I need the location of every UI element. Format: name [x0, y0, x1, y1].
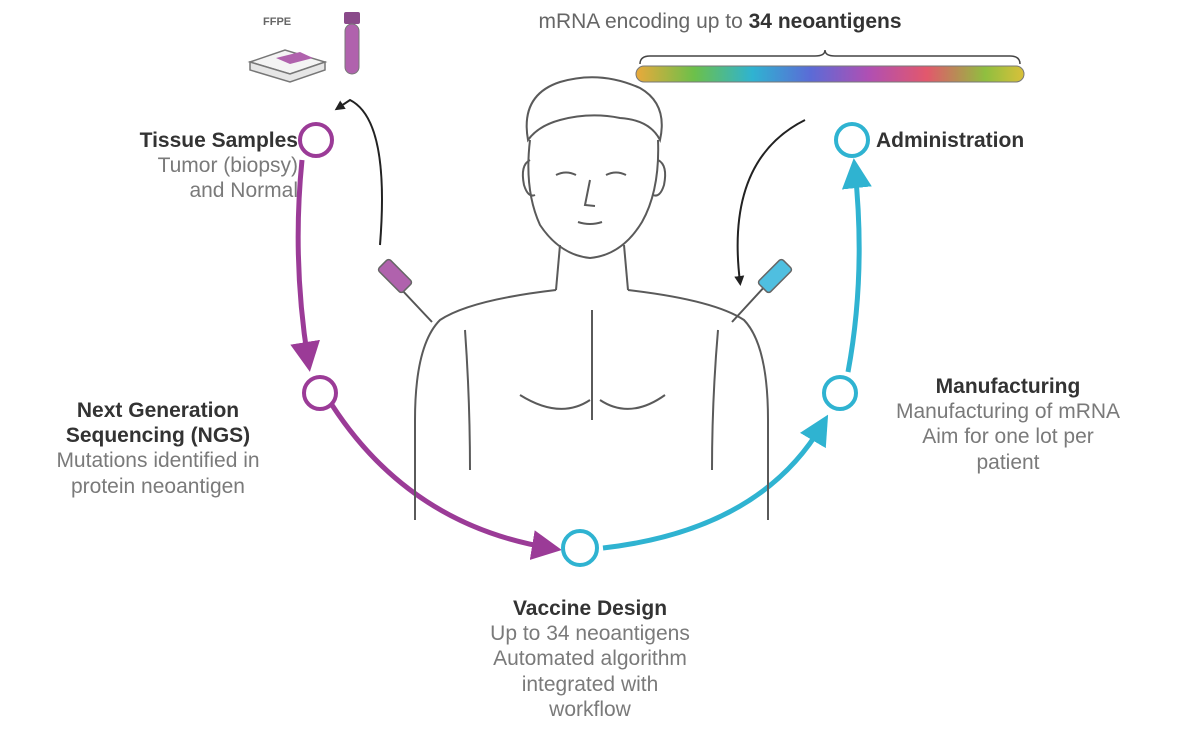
administration-node [836, 124, 868, 156]
vaccine-line: integrated with [440, 672, 740, 697]
ngs-line: Mutations identified in [18, 448, 298, 473]
vaccine-title: Vaccine Design [440, 596, 740, 621]
ngs-label: Next Generation Sequencing (NGS) Mutatio… [18, 398, 298, 499]
vaccine-line: workflow [440, 697, 740, 722]
blood-tube-icon [344, 12, 360, 74]
ngs-line: protein neoantigen [18, 474, 298, 499]
administration-label: Administration [876, 128, 1116, 153]
mrna-arrow [738, 120, 805, 282]
tissue-label: Tissue Samples Tumor (biopsy) and Normal [88, 128, 298, 204]
manufacturing-label: Manufacturing Manufacturing of mRNA Aim … [858, 374, 1158, 475]
manufacturing-line: Aim for one lot per [858, 424, 1158, 449]
mrna-caption: mRNA encoding up to 34 neoantigens [440, 10, 1000, 34]
manufacturing-node [824, 377, 856, 409]
biopsy-needle-icon [377, 258, 432, 322]
tissue-node [300, 124, 332, 156]
tissue-line: and Normal [88, 178, 298, 203]
cyan-arc-upper [848, 170, 859, 372]
injection-needle-icon [732, 258, 793, 322]
vaccine-node [563, 531, 597, 565]
vaccine-line: Up to 34 neoantigens [440, 621, 740, 646]
human-figure [415, 77, 768, 520]
tissue-title: Tissue Samples [88, 128, 298, 153]
vaccine-label: Vaccine Design Up to 34 neoantigens Auto… [440, 596, 740, 722]
vaccine-line: Automated algorithm [440, 646, 740, 671]
purple-arc-upper [298, 160, 308, 360]
ffpe-block-icon [250, 50, 325, 82]
mrna-caption-bold: 34 neoantigens [749, 10, 902, 33]
mrna-caption-prefix: mRNA encoding up to [538, 10, 742, 33]
purple-arc-lower [332, 405, 550, 548]
manufacturing-line: patient [858, 450, 1158, 475]
sample-arrow [338, 100, 382, 245]
ngs-title: Next Generation [18, 398, 298, 423]
manufacturing-title: Manufacturing [858, 374, 1158, 399]
mrna-chain-icon [636, 50, 1024, 82]
ngs-title: Sequencing (NGS) [18, 423, 298, 448]
ffpe-label: FFPE [263, 16, 291, 28]
tissue-line: Tumor (biopsy) [88, 153, 298, 178]
manufacturing-line: Manufacturing of mRNA [858, 399, 1158, 424]
ngs-node [304, 377, 336, 409]
administration-title: Administration [876, 128, 1116, 153]
